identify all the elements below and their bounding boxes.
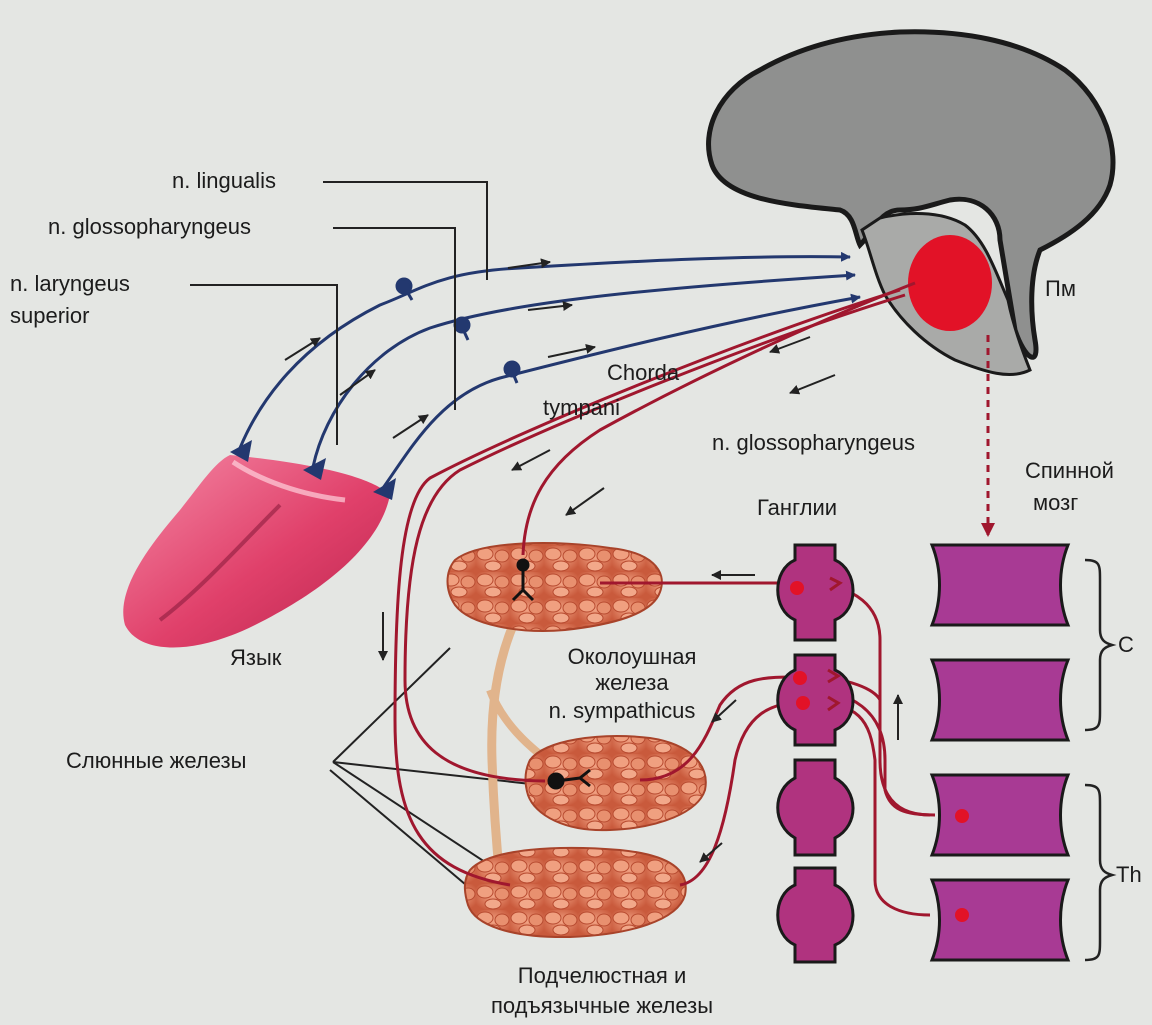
spinal-segment-icon xyxy=(932,660,1068,740)
label-segment-c: C xyxy=(1118,632,1134,657)
segment-braces xyxy=(1085,560,1112,960)
label-n-glossopharyngeus-top: n. glossopharyngeus xyxy=(48,214,251,239)
brain-icon xyxy=(709,32,1113,375)
label-n-laryngeus-line1: n. laryngeus xyxy=(10,271,130,296)
label-parotid-line2: железа xyxy=(595,670,669,695)
ganglion-chain xyxy=(778,545,853,962)
ganglion-icon xyxy=(778,655,853,745)
label-n-laryngeus-line2: superior xyxy=(10,303,89,328)
ganglion-icon xyxy=(778,545,853,640)
label-segment-th: Th xyxy=(1116,862,1142,887)
label-medulla: Пм xyxy=(1045,276,1076,301)
label-n-lingualis: n. lingualis xyxy=(172,168,276,193)
label-tongue: Язык xyxy=(230,645,282,670)
ganglion-icon xyxy=(778,868,853,962)
ganglion-icon xyxy=(778,760,853,855)
spinal-segments xyxy=(932,545,1068,960)
label-spinal-cord-line2: мозг xyxy=(1033,490,1078,515)
label-parotid-line1: Околоушная xyxy=(568,644,697,669)
label-salivary-glands: Слюнные железы xyxy=(66,748,246,773)
label-submandibular-line2: подъязычные железы xyxy=(491,993,713,1018)
label-ganglia: Ганглии xyxy=(757,495,837,520)
medulla-nucleus xyxy=(908,235,992,331)
spinal-segment-icon xyxy=(932,545,1068,625)
label-chorda-line2: tympani xyxy=(543,395,620,420)
spinal-segment-icon xyxy=(932,775,1068,855)
label-n-glossopharyngeus-mid: n. glossopharyngeus xyxy=(712,430,915,455)
label-spinal-cord-line1: Спинной xyxy=(1025,458,1114,483)
sublingual-gland-icon xyxy=(465,848,686,937)
sensory-neurons xyxy=(397,279,519,383)
spinal-segment-icon xyxy=(932,880,1068,960)
label-n-sympathicus: n. sympathicus xyxy=(549,698,696,723)
tongue-icon xyxy=(123,455,390,648)
parotid-gland-icon xyxy=(448,543,662,631)
label-submandibular-line1: Подчелюстная и xyxy=(518,963,686,988)
gland-duct xyxy=(492,610,520,880)
label-chorda-line1: Chorda xyxy=(607,360,680,385)
